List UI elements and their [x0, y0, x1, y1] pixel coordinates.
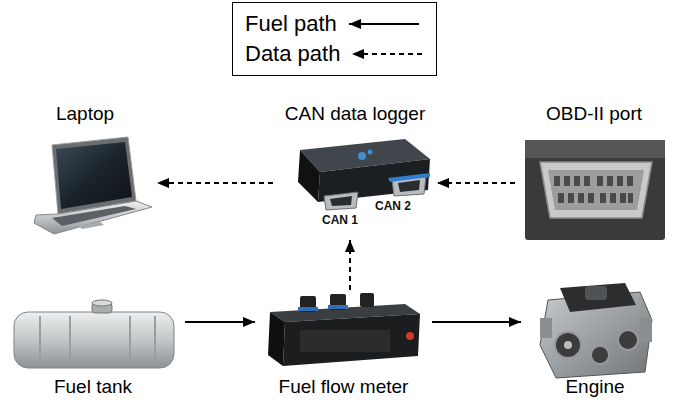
- node-label: CAN data logger: [275, 103, 435, 125]
- node-label: Laptop: [15, 103, 155, 125]
- fuel-arrow: [432, 321, 521, 323]
- fuel-arrow: [185, 321, 255, 323]
- legend-row: Data path: [245, 39, 424, 69]
- flow-meter-node: Fuel flow meter: [257, 292, 430, 398]
- data-arrow: [437, 182, 515, 184]
- port-label: CAN 1: [322, 213, 358, 227]
- legend-sample: [350, 47, 424, 61]
- engine-picture: [540, 283, 652, 378]
- legend-text: Data path: [245, 41, 340, 67]
- engine-node: Engine: [523, 280, 667, 398]
- obd-port-node: OBD-II port: [517, 103, 671, 243]
- node-label: OBD-II port: [517, 103, 671, 125]
- data-arrow: [157, 182, 273, 184]
- legend-box: Fuel pathData path: [232, 2, 437, 76]
- legend-row: Fuel path: [245, 9, 424, 39]
- fuel-tank-node: Fuel tank: [3, 296, 183, 398]
- laptop-picture: [34, 137, 152, 234]
- flow-meter-picture: [268, 293, 420, 366]
- obd-port-picture: [525, 140, 665, 240]
- port-label: CAN 2: [375, 199, 411, 213]
- data-arrow: [349, 240, 351, 290]
- node-label: Fuel tank: [3, 376, 183, 398]
- fuel-tank-picture: [14, 300, 174, 368]
- legend-sample: [347, 17, 421, 31]
- node-label: Engine: [523, 376, 667, 398]
- legend-text: Fuel path: [245, 11, 337, 37]
- laptop-node: Laptop: [15, 103, 155, 240]
- node-label: Fuel flow meter: [257, 376, 430, 398]
